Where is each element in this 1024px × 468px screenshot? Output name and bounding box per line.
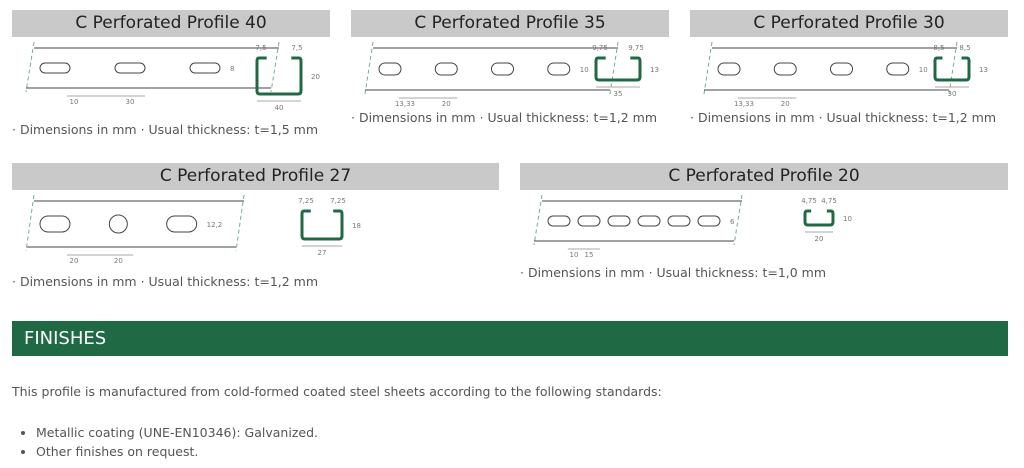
- hole-height-label: 12,2: [207, 221, 223, 229]
- pitch-label: 10: [570, 251, 579, 259]
- strip-drawing: [25, 41, 280, 97]
- pitch-label: 15: [585, 251, 594, 259]
- profile-caption: · Dimensions in mm · Usual thickness: t=…: [351, 110, 658, 125]
- strip-drawing: [364, 41, 619, 99]
- width-label: 27: [318, 249, 327, 257]
- flange-label: 7,5: [291, 44, 302, 52]
- profile-title: C Perforated Profile 40: [12, 10, 330, 37]
- hole: [547, 62, 571, 76]
- hole: [607, 215, 631, 227]
- hole: [491, 62, 514, 76]
- hole: [773, 62, 797, 76]
- profile-caption: · Dimensions in mm · Usual thickness: t=…: [520, 265, 827, 280]
- hole: [697, 215, 721, 227]
- profile-caption: · Dimensions in mm · Usual thickness: t=…: [690, 110, 997, 125]
- pitch-label: 20: [114, 257, 123, 265]
- profile-diagram: 6 10 15 4,75 4,75 10 20: [533, 194, 852, 259]
- hole: [717, 62, 741, 76]
- height-label: 10: [843, 215, 852, 223]
- strip-drawing: [533, 194, 743, 250]
- c-section-icon: [300, 209, 344, 241]
- flange-label: 7,5: [255, 44, 266, 52]
- c-section-icon: [803, 209, 835, 227]
- profile-card: C Perforated Profile 40 8 10 30 7,5 7,5 20 40 · …: [12, 10, 330, 150]
- hole: [886, 62, 910, 76]
- pitch-label: 13,33: [395, 100, 415, 108]
- pitch-label: 30: [126, 98, 135, 106]
- strip-drawing: [703, 41, 958, 99]
- profile-title: C Perforated Profile 30: [690, 10, 1008, 37]
- hole: [577, 215, 601, 227]
- finishes-heading: FINISHES: [12, 321, 1008, 356]
- hole: [637, 215, 661, 227]
- flange-label: 8,5: [959, 44, 970, 52]
- pitch-label: 13,33: [734, 100, 754, 108]
- c-section-icon: [594, 56, 642, 82]
- height-label: 13: [979, 66, 988, 74]
- profile-card: C Perforated Profile 35 10 13,33 20 9,75 9,75…: [351, 10, 669, 150]
- profile-diagram: 10 13,33 20 8,5 8,5 13 30: [703, 41, 988, 108]
- hole: [378, 62, 402, 76]
- pitch-label: 10: [70, 98, 79, 106]
- hole: [434, 62, 458, 76]
- hole: [189, 62, 221, 74]
- list-item: Other finishes on request.: [36, 442, 318, 461]
- profile-title: C Perforated Profile 35: [351, 10, 669, 37]
- flange-label: 4,75: [821, 197, 837, 205]
- pitch-label: 20: [781, 100, 790, 108]
- width-label: 40: [275, 104, 284, 112]
- hole: [547, 215, 571, 227]
- height-label: 18: [352, 222, 361, 230]
- flange-label: 7,25: [298, 197, 314, 205]
- c-section-icon: [255, 56, 303, 96]
- hole: [39, 215, 71, 233]
- profile-card: C Perforated Profile 30 10 13,33 20 8,5 8,5 13…: [690, 10, 1008, 150]
- profile-title: C Perforated Profile 20: [520, 163, 1008, 190]
- pitch-label: 20: [442, 100, 451, 108]
- hole-height-label: 10: [919, 66, 928, 74]
- finishes-list: Metallic coating (UNE-EN10346): Galvaniz…: [0, 423, 318, 461]
- width-label: 30: [948, 90, 957, 98]
- height-label: 20: [311, 73, 320, 81]
- finishes-intro: This profile is manufactured from cold-f…: [12, 384, 662, 399]
- width-label: 20: [815, 235, 824, 243]
- strip-drawing: [25, 194, 245, 256]
- hole-height-label: 8: [230, 65, 234, 73]
- profile-diagram: 12,2 20 20 7,25 7,25 18 27: [25, 194, 361, 265]
- hole: [830, 62, 853, 76]
- hole: [667, 215, 691, 227]
- profile-diagram: 10 13,33 20 9,75 9,75 13 35: [364, 41, 659, 108]
- flange-label: 9,75: [592, 44, 608, 52]
- list-item: Metallic coating (UNE-EN10346): Galvaniz…: [36, 423, 318, 442]
- hole: [114, 62, 146, 74]
- flange-label: 7,25: [330, 197, 346, 205]
- height-label: 13: [650, 66, 659, 74]
- hole: [39, 62, 71, 74]
- profile-title: C Perforated Profile 27: [12, 163, 499, 190]
- profile-caption: · Dimensions in mm · Usual thickness: t=…: [12, 122, 319, 137]
- hole-height-label: 6: [730, 218, 735, 226]
- flange-label: 4,75: [801, 197, 817, 205]
- flange-label: 8,5: [933, 44, 944, 52]
- c-section-icon: [933, 56, 971, 82]
- profile-caption: · Dimensions in mm · Usual thickness: t=…: [12, 274, 319, 289]
- hole: [108, 214, 128, 234]
- profile-card: C Perforated Profile 20 6 10 15 4,75 4,75 10 20…: [520, 163, 1008, 303]
- pitch-label: 20: [70, 257, 79, 265]
- width-label: 35: [614, 90, 623, 98]
- hole: [166, 215, 198, 233]
- flange-label: 9,75: [628, 44, 644, 52]
- hole-height-label: 10: [580, 66, 589, 74]
- profile-diagram: 8 10 30 7,5 7,5 20 40: [25, 41, 320, 112]
